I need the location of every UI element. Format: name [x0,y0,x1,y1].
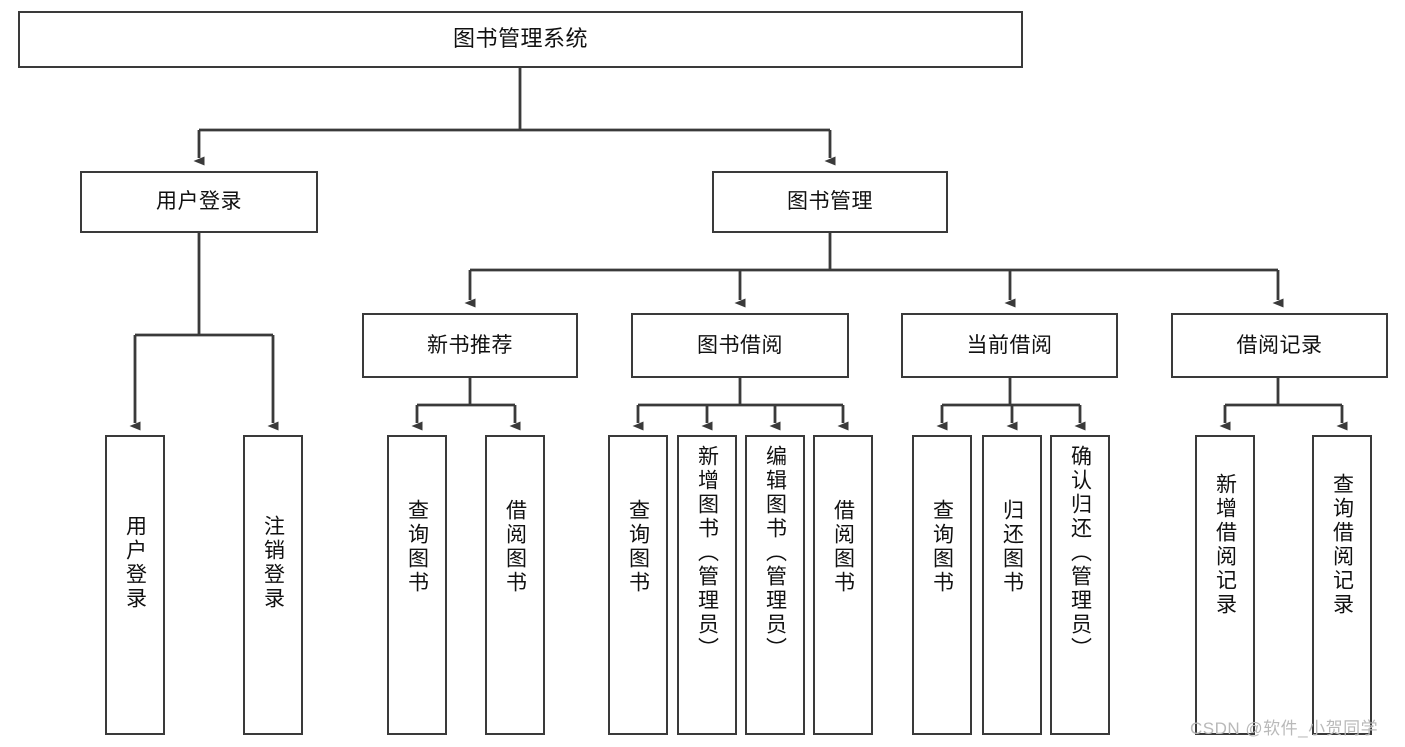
node-book-management[interactable]: 图书管理 [712,171,948,233]
node-system-title[interactable]: 图书管理系统 [18,11,1023,68]
node-leaf-query-book-1[interactable]: 查询图书 [387,435,447,735]
node-label: 新增图书（管理员） [695,445,719,661]
node-leaf-return-book[interactable]: 归还图书 [982,435,1042,735]
node-leaf-logout[interactable]: 注销登录 [243,435,303,735]
node-label: 图书管理系统 [452,26,588,52]
node-leaf-query-book-2[interactable]: 查询图书 [608,435,668,735]
node-book-borrow[interactable]: 图书借阅 [631,313,849,378]
node-leaf-query-record[interactable]: 查询借阅记录 [1312,435,1372,735]
node-label: 查询图书 [405,499,429,595]
node-new-book-recommend[interactable]: 新书推荐 [362,313,578,378]
node-label: 用户登录 [156,190,242,214]
node-leaf-confirm-return[interactable]: 确认归还（管理员） [1050,435,1110,735]
node-label: 当前借阅 [966,333,1053,357]
node-leaf-user-login[interactable]: 用户登录 [105,435,165,735]
node-borrow-record[interactable]: 借阅记录 [1171,313,1388,378]
node-label: 借阅记录 [1236,333,1323,357]
node-label: 确认归还（管理员） [1068,445,1092,661]
node-label: 新增借阅记录 [1213,473,1237,617]
node-label: 用户登录 [123,515,147,611]
node-label: 查询图书 [626,499,650,595]
node-leaf-edit-book[interactable]: 编辑图书（管理员） [745,435,805,735]
node-user-login[interactable]: 用户登录 [80,171,318,233]
node-label: 归还图书 [1000,499,1024,595]
node-leaf-borrow-book-2[interactable]: 借阅图书 [813,435,873,735]
csdn-watermark: CSDN @软件_小贺同学 [1190,719,1379,738]
node-label: 查询图书 [930,499,954,595]
node-label: 注销登录 [261,515,285,611]
node-label: 图书管理 [787,190,873,214]
node-label: 图书借阅 [697,333,783,357]
node-current-borrow[interactable]: 当前借阅 [901,313,1118,378]
node-label: 编辑图书（管理员） [763,445,787,661]
node-leaf-query-book-3[interactable]: 查询图书 [912,435,972,735]
node-leaf-add-record[interactable]: 新增借阅记录 [1195,435,1255,735]
node-label: 新书推荐 [427,333,513,357]
node-label: 借阅图书 [503,499,527,595]
node-label: 查询借阅记录 [1330,473,1354,617]
node-label: 借阅图书 [831,499,855,595]
node-leaf-borrow-book-1[interactable]: 借阅图书 [485,435,545,735]
node-leaf-add-book[interactable]: 新增图书（管理员） [677,435,737,735]
